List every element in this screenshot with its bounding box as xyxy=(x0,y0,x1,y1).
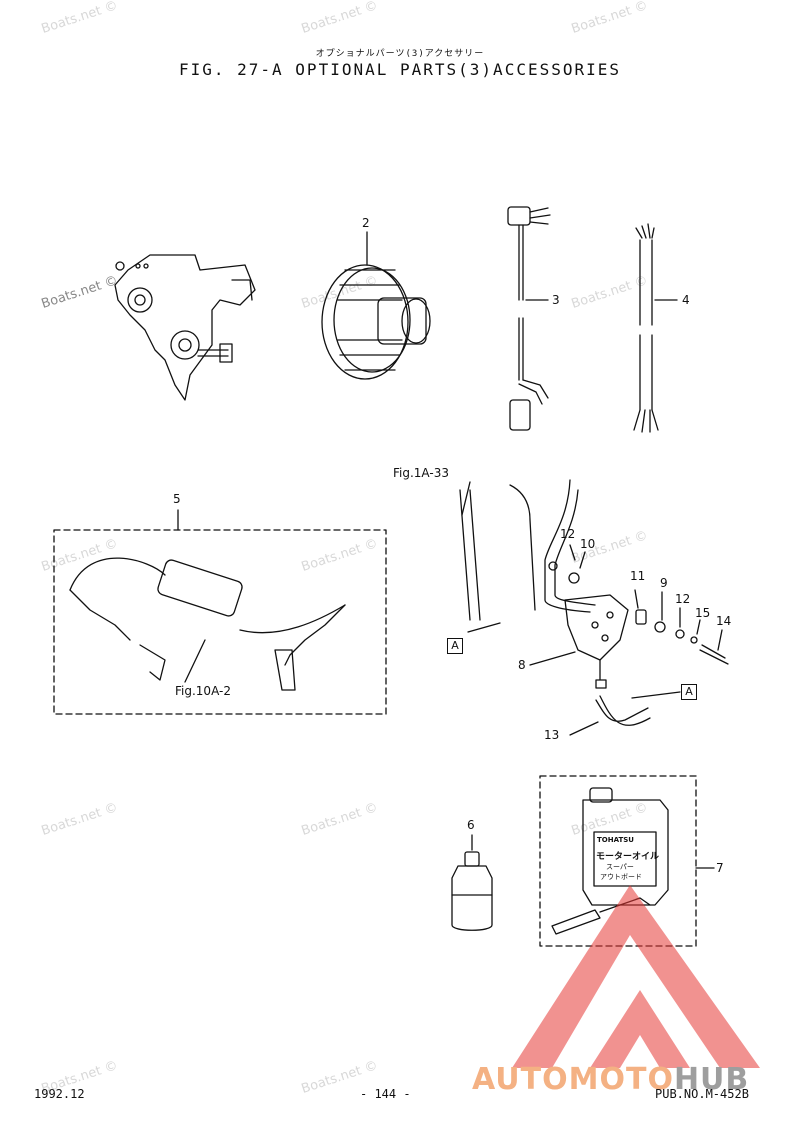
figure-ref-1a33: Fig.1A-33 xyxy=(393,466,449,480)
stator-drawing xyxy=(321,231,431,380)
logo-text-auto: AUTO xyxy=(472,1062,569,1097)
callout-12: 12 xyxy=(560,527,576,541)
figure-title: FIG. 27-A OPTIONAL PARTS(3)ACCESSORIES xyxy=(178,60,622,79)
fuel-pump-group xyxy=(459,479,729,736)
callout-12b: 12 xyxy=(675,592,691,606)
harness-3-drawing xyxy=(507,206,551,431)
figure-ref-10a2: Fig.10A-2 xyxy=(175,684,231,698)
callout-13: 13 xyxy=(544,728,560,742)
lower-unit-drawing xyxy=(114,254,256,401)
callout-5: 5 xyxy=(173,492,181,506)
item-5-group xyxy=(53,509,387,715)
oil-label-line3: アウトボード xyxy=(600,873,642,881)
automotohub-logo: AUTOMOTOHUB xyxy=(472,1062,749,1097)
callout-10: 10 xyxy=(580,537,596,551)
callout-8: 8 xyxy=(518,658,526,672)
bottle-6-drawing xyxy=(451,834,493,931)
callout-7: 7 xyxy=(716,861,724,875)
footer-publication-number: PUB.NO.M-452B xyxy=(655,1087,749,1101)
logo-text-moto: MOTO xyxy=(568,1062,674,1097)
connection-marker-a: A xyxy=(447,638,463,654)
oil-label-line2: スーパー xyxy=(606,863,634,871)
callout-3: 3 xyxy=(552,293,560,307)
callout-6: 6 xyxy=(467,818,475,832)
figure-subtitle-jp: オプショナルパーツ(3)アクセサリー xyxy=(315,49,485,59)
oil-label-line1: モーターオイル xyxy=(596,852,660,862)
cable-4-drawing xyxy=(633,223,678,433)
footer-date: 1992.12 xyxy=(34,1087,85,1101)
callout-11: 11 xyxy=(630,569,646,583)
logo-text-hub: HUB xyxy=(673,1062,750,1097)
callout-4: 4 xyxy=(682,293,690,307)
footer-page-number: - 144 - xyxy=(360,1087,411,1101)
connection-marker-a: A xyxy=(681,684,697,700)
oil-label-brand: TOHATSU xyxy=(597,836,634,844)
callout-9: 9 xyxy=(660,576,668,590)
callout-14: 14 xyxy=(716,614,732,628)
callout-15: 15 xyxy=(695,606,711,620)
callout-2: 2 xyxy=(362,216,370,230)
